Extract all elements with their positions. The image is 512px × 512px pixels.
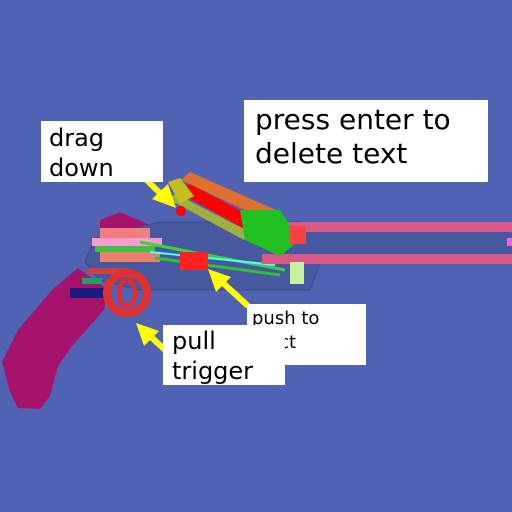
- barrel-small-block: [290, 262, 304, 284]
- trigger[interactable]: [117, 278, 137, 308]
- frame-detail-strip: [70, 288, 105, 298]
- front-sight: [507, 238, 512, 246]
- frame-detail-strip: [82, 278, 102, 284]
- frame-detail-strip: [100, 228, 150, 240]
- cylinder-assembly[interactable]: [166, 172, 306, 256]
- frame-line: [149, 251, 276, 266]
- arrow-push-to-eject: [208, 269, 251, 309]
- revolver-grip: [2, 268, 108, 409]
- cylinder-top-bar: [181, 172, 276, 220]
- frame-line: [139, 240, 286, 272]
- cylinder-body: [174, 184, 262, 232]
- cylinder-end-block: [290, 226, 306, 244]
- barrel-top: [262, 222, 512, 232]
- cylinder-crane: [240, 210, 300, 256]
- barrel-bottom: [262, 254, 512, 264]
- drag-down-label: drag down: [41, 121, 163, 182]
- frame-detail-strip: [100, 252, 160, 262]
- instruction-label: press enter to delete text: [244, 100, 488, 182]
- frame-detail-strip: [95, 246, 155, 252]
- frame-detail-strip: [92, 238, 162, 246]
- frame-detail-strip: [88, 268, 128, 274]
- pull-trigger-label: pull trigger: [163, 325, 285, 385]
- cylinder-lower-bar: [166, 194, 250, 240]
- cylinder-pin: [176, 206, 186, 216]
- barrel-core: [262, 232, 512, 254]
- frame-line: [154, 256, 281, 277]
- cylinder-latch: [168, 178, 194, 204]
- trigger-guard[interactable]: [103, 269, 151, 317]
- ejector-rod-block: [180, 252, 208, 270]
